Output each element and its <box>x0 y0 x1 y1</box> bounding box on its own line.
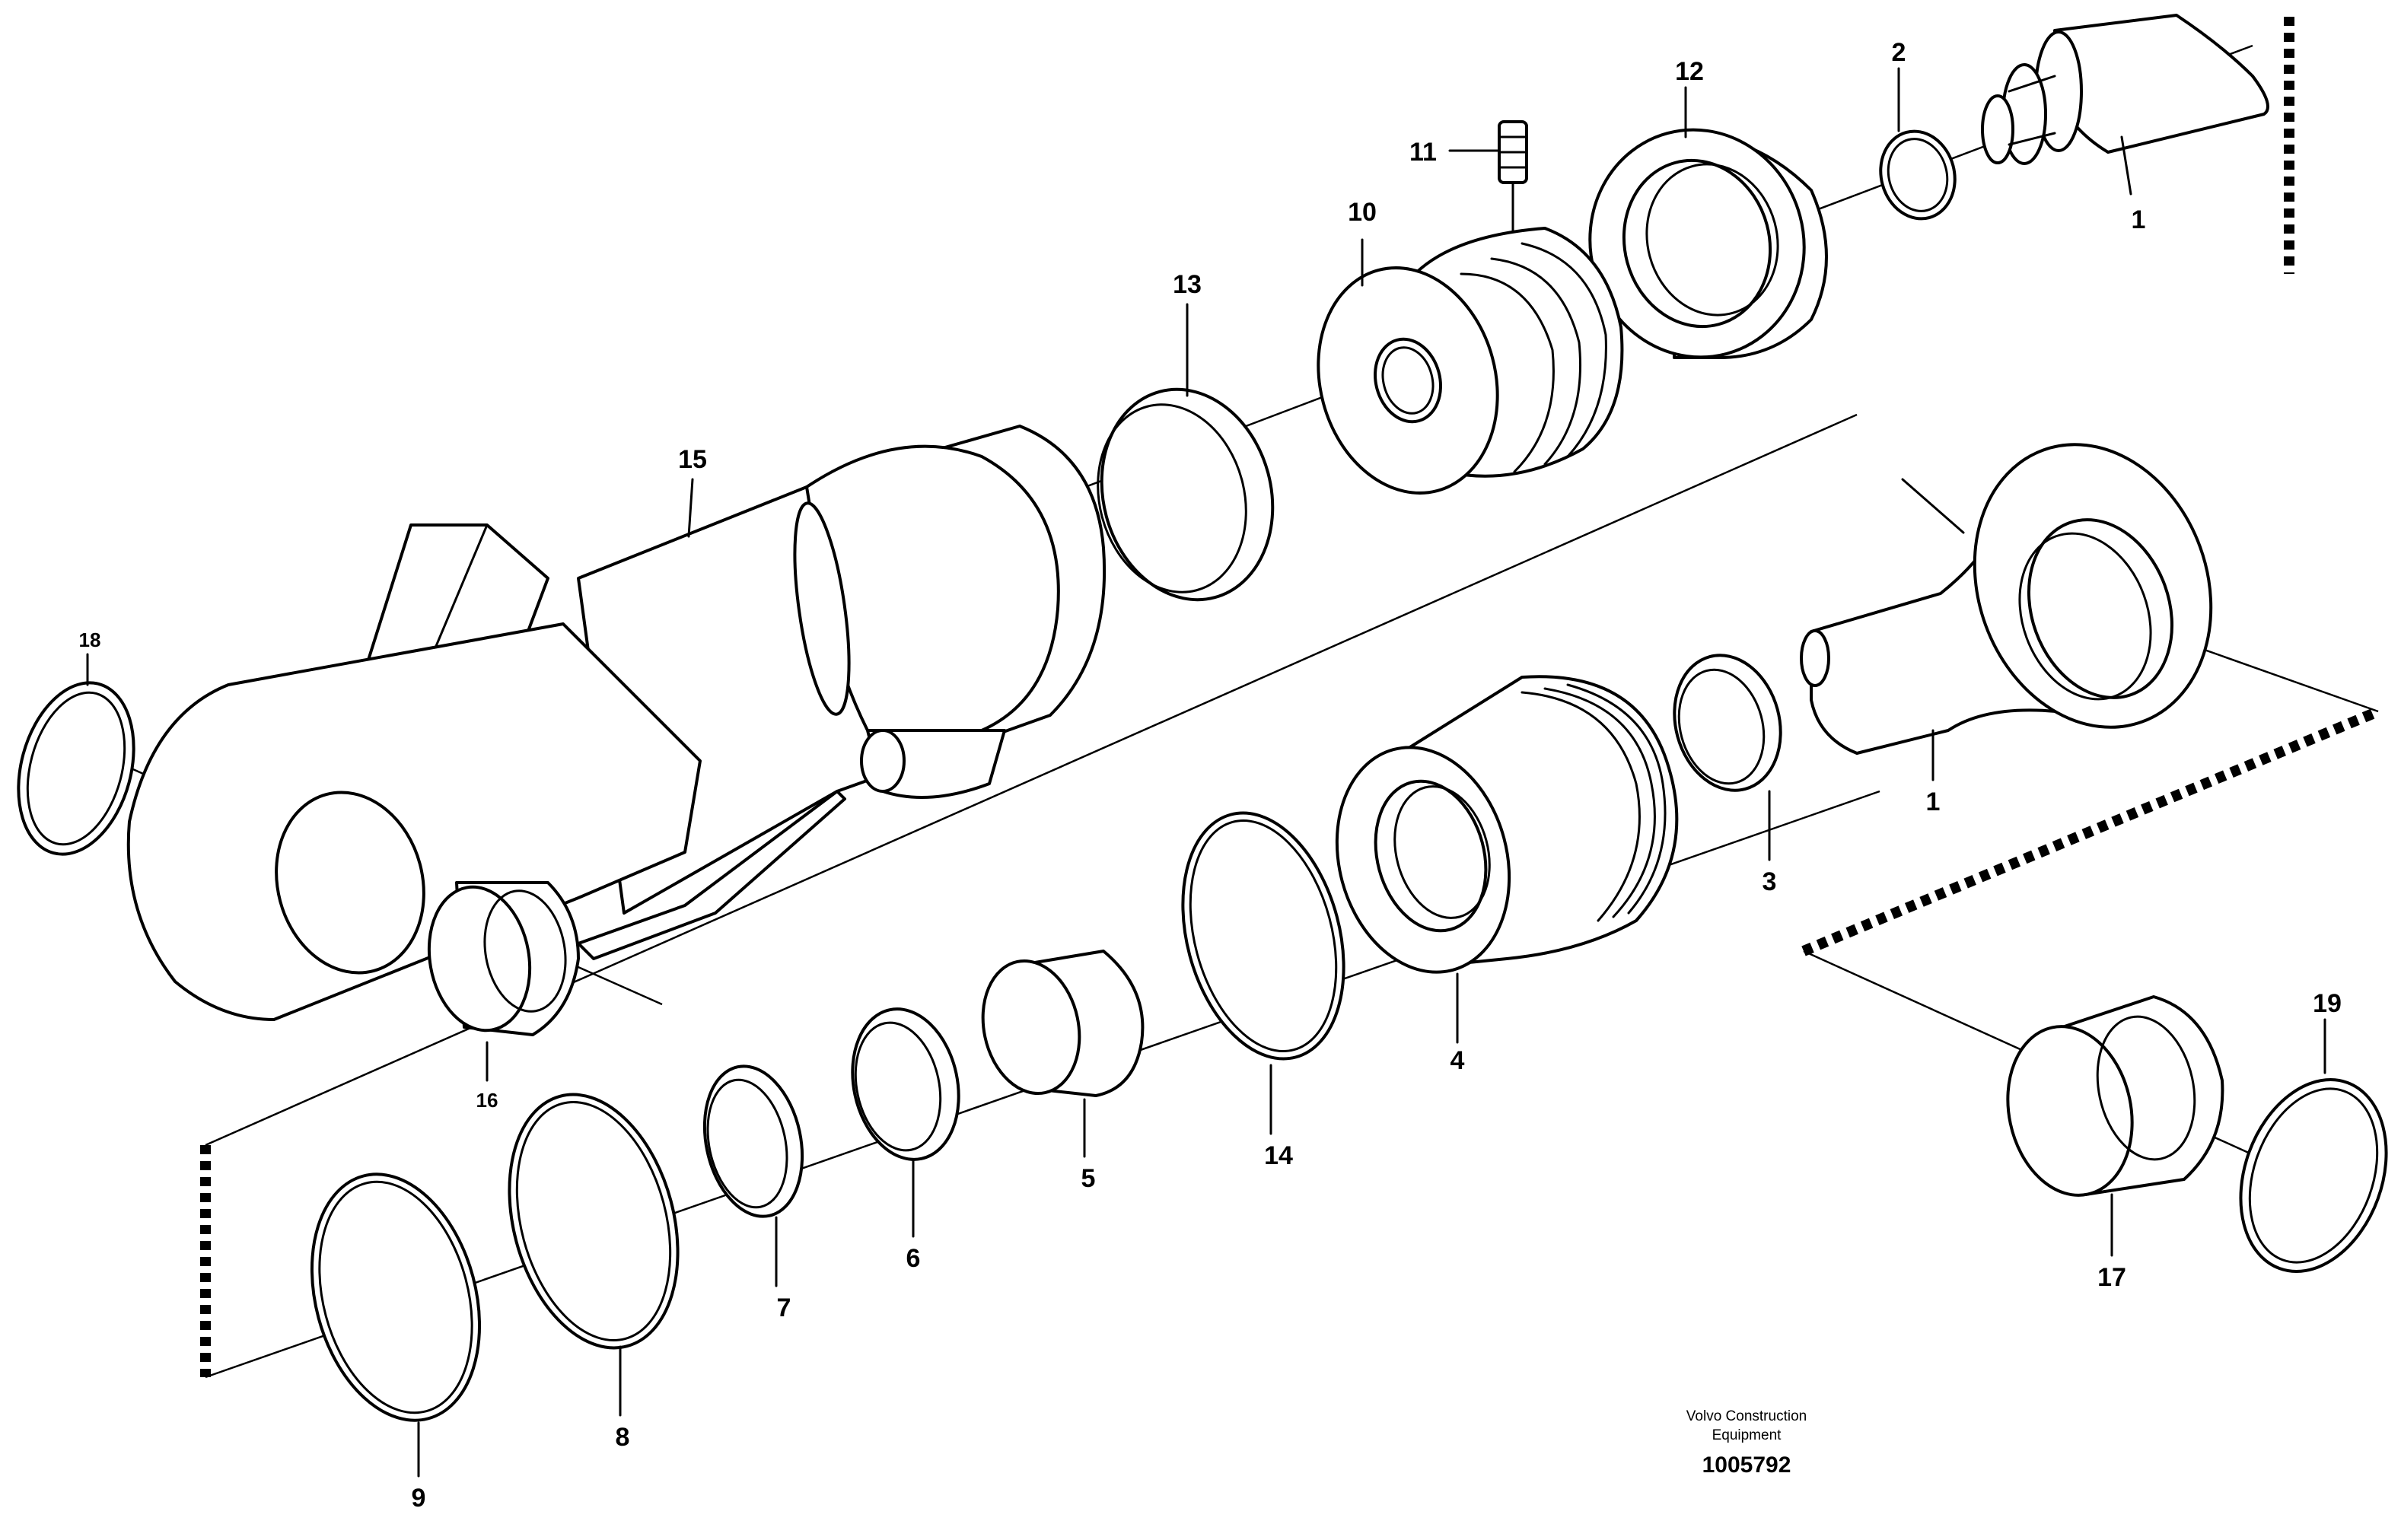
label-part-2: 2 <box>1892 38 1906 67</box>
o-ring-9 <box>310 1172 482 1422</box>
document-number: 1005792 <box>1702 1452 1791 1478</box>
label-part-6: 6 <box>906 1244 921 1273</box>
label-part-13: 13 <box>1173 270 1202 299</box>
o-ring-14 <box>1181 811 1345 1061</box>
rod-seal-6 <box>851 1007 960 1161</box>
callout-labels: 1 2 12 11 10 13 15 18 16 1 3 4 14 5 6 7 … <box>79 38 2342 1513</box>
label-part-1-upper: 1 <box>2132 205 2146 234</box>
buffer-seal-7 <box>702 1064 804 1218</box>
set-screw-11 <box>1498 120 1528 245</box>
break-markers <box>200 17 2380 1377</box>
brand-line-2: Equipment <box>1712 1427 1782 1443</box>
label-part-4: 4 <box>1450 1046 1465 1075</box>
piston-rod-upper <box>1981 14 2269 165</box>
label-part-12: 12 <box>1675 57 1704 86</box>
label-part-10: 10 <box>1348 198 1377 227</box>
rod-eye-lower <box>1800 443 2213 755</box>
label-part-17: 17 <box>2097 1263 2126 1292</box>
label-part-7: 7 <box>777 1293 791 1322</box>
label-part-11: 11 <box>1409 138 1437 167</box>
wiper-ring-3 <box>1673 654 1782 792</box>
snap-ring-19 <box>2239 1078 2388 1273</box>
bushing-16 <box>427 881 580 1036</box>
label-part-19: 19 <box>2313 989 2342 1018</box>
piston-10 <box>1317 227 1624 495</box>
guide-ring-5 <box>981 950 1145 1097</box>
label-part-9: 9 <box>412 1484 426 1513</box>
leader-lines <box>86 67 2326 1478</box>
gland-ring-12 <box>1588 128 1828 359</box>
back-up-ring-8 <box>508 1093 680 1350</box>
label-part-15: 15 <box>678 445 707 474</box>
o-ring-2 <box>1879 129 1957 221</box>
label-part-5: 5 <box>1081 1164 1096 1193</box>
label-part-18: 18 <box>79 628 101 651</box>
cylinder-tube-15 <box>126 425 1107 1021</box>
piston-ring-13 <box>1097 387 1275 602</box>
label-part-8: 8 <box>616 1423 630 1452</box>
footer-block: Volvo Construction Equipment 1005792 <box>1686 1408 1807 1478</box>
label-part-14: 14 <box>1264 1141 1293 1170</box>
snap-ring-18 <box>17 681 135 856</box>
brand-line-1: Volvo Construction <box>1686 1408 1807 1424</box>
bushing-17 <box>2006 995 2224 1197</box>
label-part-3: 3 <box>1763 867 1777 896</box>
cylinder-head-4 <box>1335 675 1679 974</box>
label-part-1-lower: 1 <box>1926 788 1941 816</box>
label-part-16: 16 <box>476 1089 498 1112</box>
